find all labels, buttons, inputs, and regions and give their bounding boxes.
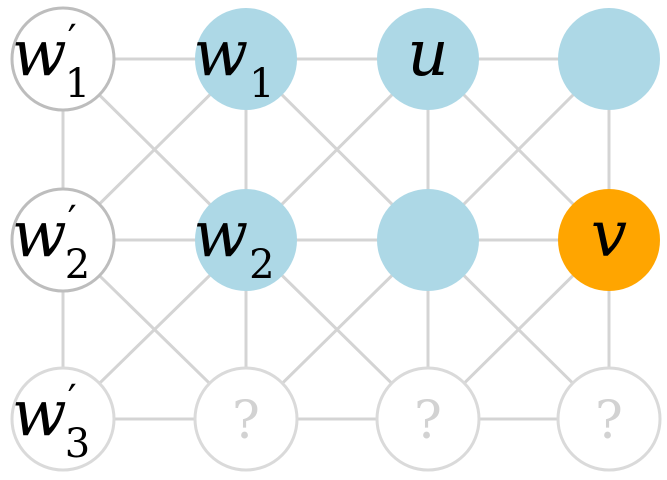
node-label-main-w1: w [193, 17, 248, 91]
node-v: v [558, 189, 660, 291]
node-q3: ? [556, 366, 662, 472]
node-circle-u [377, 8, 479, 110]
node-label-main-w3p: w [12, 377, 67, 451]
node-w2p: w′2 [10, 187, 116, 293]
node-circle-q1 [193, 366, 299, 472]
node-label-q3: ? [595, 391, 623, 451]
node-label-sub-w2: 2 [249, 242, 274, 288]
node-label-sub-w1p: 1 [65, 61, 90, 107]
node-n03 [558, 8, 660, 110]
node-label-q2: ? [414, 391, 442, 451]
node-label-w1p: w′1 [12, 17, 90, 107]
node-label-v: v [591, 198, 627, 272]
node-label-q1: ? [232, 391, 260, 451]
node-label-main-u: u [407, 17, 448, 91]
node-n12 [377, 189, 479, 291]
node-label-prime-w3p: ′ [68, 377, 77, 423]
node-label-w2: w2 [193, 198, 274, 288]
node-circle-w2 [195, 189, 297, 291]
node-circle-n12 [377, 189, 479, 291]
node-label-sub-w3p: 3 [65, 421, 90, 467]
node-label-u: u [407, 17, 448, 91]
node-q2: ? [375, 366, 481, 472]
node-circle-q2 [375, 366, 481, 472]
node-label-sub-w1: 1 [249, 61, 274, 107]
node-u: u [377, 8, 479, 110]
node-circle-q3 [556, 366, 662, 472]
node-label-main-v: v [591, 198, 627, 272]
node-label-w2p: w′2 [12, 198, 90, 288]
node-label-prime-w1p: ′ [68, 17, 77, 63]
node-q1: ? [193, 366, 299, 472]
node-w3p: w′3 [10, 366, 116, 472]
node-label-main-w2: w [193, 198, 248, 272]
node-circle-w1 [195, 8, 297, 110]
node-circle-w2p [10, 187, 116, 293]
node-label-w1: w1 [193, 17, 274, 107]
node-label-sub-w2p: 2 [65, 242, 90, 288]
node-w1: w1 [193, 8, 297, 110]
node-circle-w3p [10, 366, 116, 472]
graph-edges [61, 57, 611, 421]
node-w1p: w′1 [10, 6, 116, 112]
node-w2: w2 [193, 189, 297, 291]
node-circle-n03 [558, 8, 660, 110]
node-label-w3p: w′3 [12, 377, 90, 467]
node-label-main-w2p: w [12, 198, 67, 272]
node-label-main-w1p: w [12, 17, 67, 91]
node-label-prime-w2p: ′ [68, 198, 77, 244]
node-circle-w1p [10, 6, 116, 112]
node-circle-v [558, 189, 660, 291]
